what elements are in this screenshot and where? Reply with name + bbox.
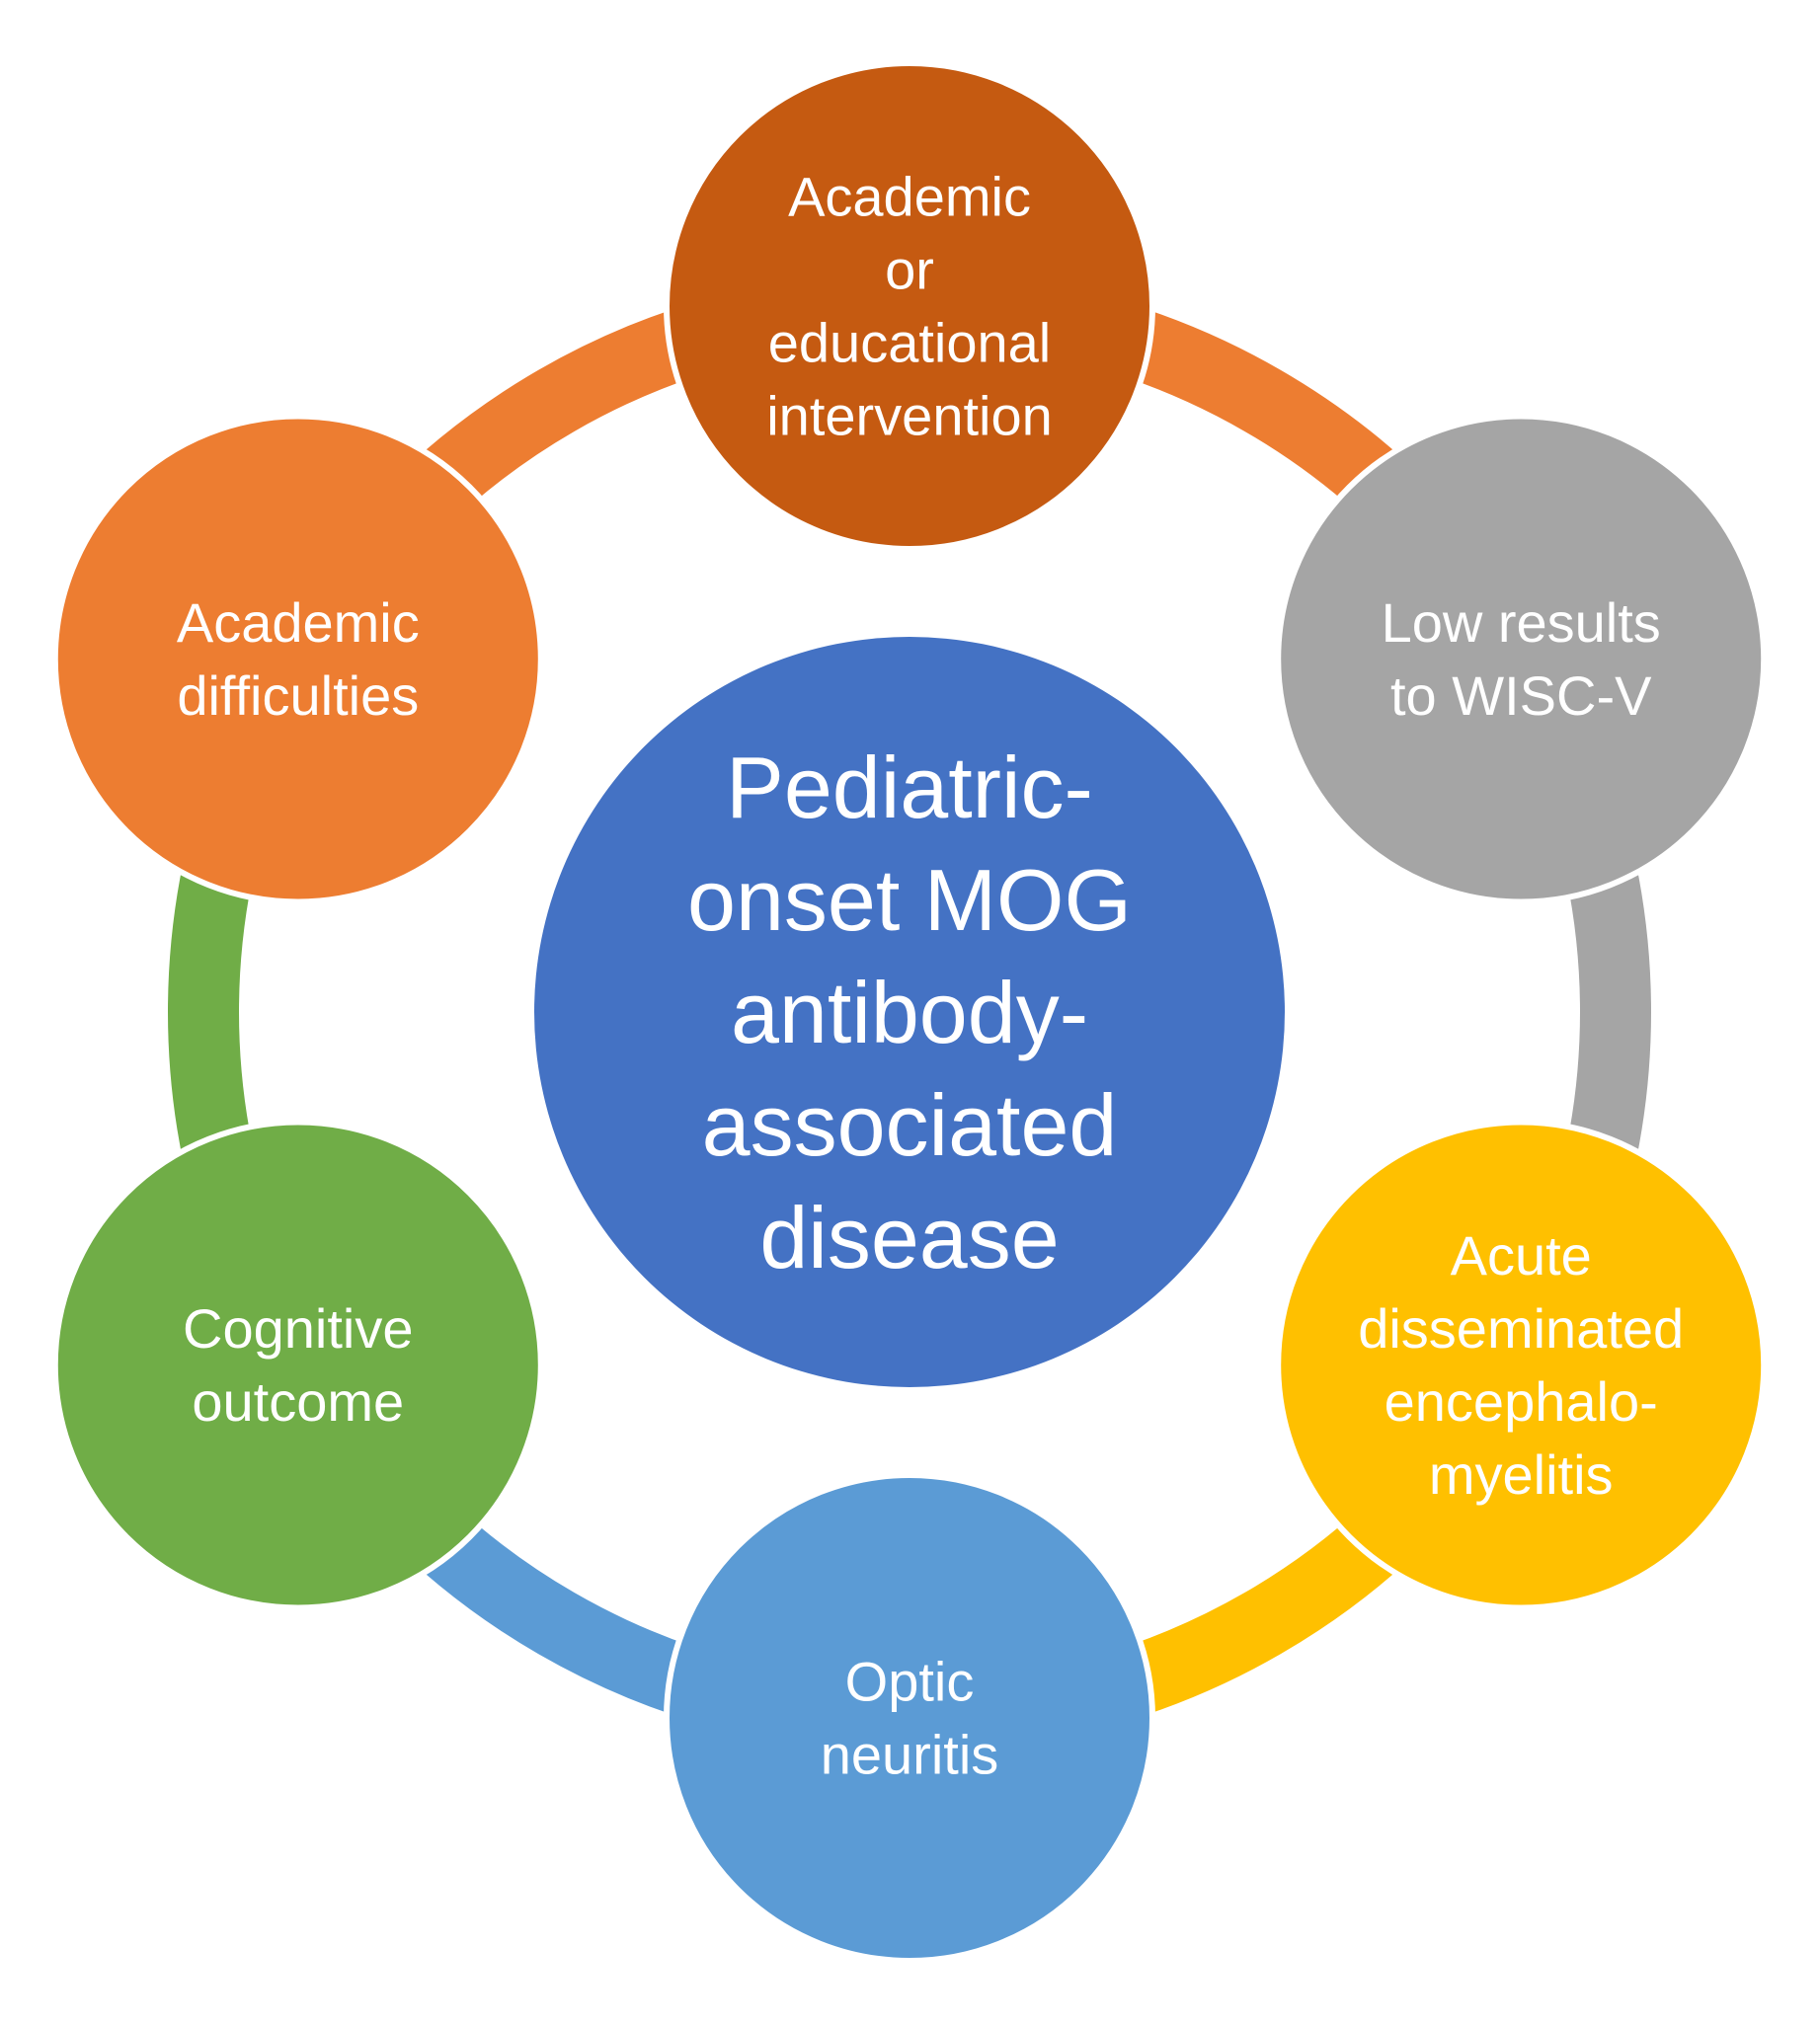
node-acute-encephalomyelitis-label: Acute disseminated encephalo-myelitis [1358, 1224, 1684, 1506]
node-academic-intervention-label-line: or [885, 239, 934, 301]
center-label: Pediatric-onset MOG antibody-associated di… [687, 739, 1132, 1286]
center-label-line: disease [759, 1189, 1059, 1286]
node-acute-encephalomyelitis-label-line: myelitis [1429, 1443, 1614, 1506]
node-academic-intervention-label-line: Academic [788, 166, 1031, 228]
node-academic-difficulties-label-line: difficulties [177, 664, 419, 727]
node-acute-encephalomyelitis-label-line: encephalo- [1385, 1370, 1658, 1433]
node-low-results-label-line: to WISC-V [1390, 664, 1652, 727]
node-optic-neuritis-label: Optic neuritis [821, 1651, 999, 1786]
center-label-line: antibody- [731, 964, 1088, 1061]
node-academic-intervention [664, 60, 1155, 552]
center-circle [534, 637, 1285, 1387]
node-cognitive-outcome [51, 1119, 544, 1611]
node-acute-encephalomyelitis-label-line: Acute [1451, 1224, 1592, 1286]
center-label-line: Pediatric- [726, 739, 1093, 836]
node-optic-neuritis [664, 1472, 1155, 1964]
center-label-line: onset MOG [687, 851, 1132, 949]
center-label-line: associated [702, 1076, 1118, 1174]
node-academic-difficulties-label: Academic difficulties [177, 591, 420, 727]
node-academic-difficulties-label-line: Academic [177, 591, 420, 654]
node-acute-encephalomyelitis-label-line: disseminated [1358, 1297, 1684, 1360]
center-node: Pediatric-onset MOG antibody-associated di… [534, 637, 1285, 1387]
node-low-results-label: Low results to WISC-V [1382, 591, 1661, 727]
node-academic-difficulties [51, 413, 544, 905]
node-academic-intervention-label-line: intervention [766, 385, 1053, 447]
node-low-results [1275, 413, 1768, 905]
node-cognitive-outcome-label: Cognitive outcome [183, 1297, 413, 1433]
node-optic-neuritis-label-line: Optic [845, 1651, 975, 1713]
node-optic-neuritis-label-line: neuritis [821, 1724, 999, 1786]
node-low-results-label-line: Low results [1382, 591, 1661, 654]
node-acute-encephalomyelitis [1275, 1119, 1768, 1611]
node-cognitive-outcome-label-line: outcome [192, 1370, 404, 1433]
node-cognitive-outcome-label-line: Cognitive [183, 1297, 413, 1360]
node-academic-intervention-label: Academic or educational intervention [766, 166, 1053, 447]
node-academic-intervention-label-line: educational [768, 312, 1051, 374]
